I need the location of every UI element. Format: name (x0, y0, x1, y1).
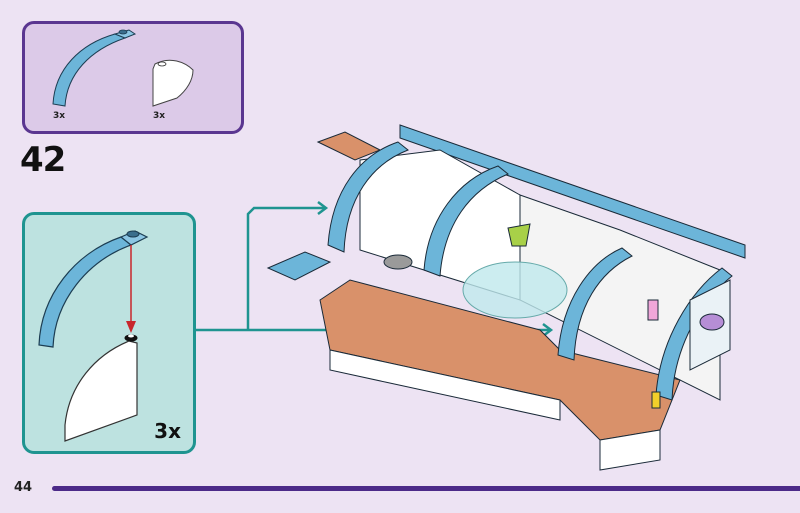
step-number: 42 (20, 140, 66, 180)
arch (557, 247, 633, 361)
yellow-piece (651, 391, 661, 409)
sub-assembly-illustration (38, 230, 149, 442)
sub-assembly-box: 3x (22, 212, 196, 454)
parts-list-illustration (52, 29, 194, 107)
gray-round-plate (383, 254, 413, 270)
glass-tank (462, 261, 568, 319)
white-base (329, 349, 561, 421)
sub-assembly-quantity: 3x (154, 419, 181, 443)
arch (655, 267, 733, 401)
plant (507, 223, 531, 247)
assembly-arrow (126, 245, 136, 333)
arch (423, 165, 509, 277)
page-number: 44 (14, 480, 33, 495)
arch (327, 141, 409, 253)
blue-plate (266, 251, 332, 281)
white-curved-slope-part (152, 59, 194, 107)
part-quantity: 3x (53, 111, 66, 121)
white-base (599, 429, 661, 471)
dolphin-icon (699, 313, 725, 331)
tan-plate (316, 131, 382, 161)
pink-bottle (647, 299, 659, 321)
part-quantity: 3x (153, 111, 166, 121)
white-curved-slope-part (64, 334, 138, 442)
light-blue-arch-part (52, 29, 137, 107)
page-divider (52, 486, 800, 491)
parts-list-box: 3x 3x (22, 21, 244, 134)
roof-beam (399, 124, 746, 259)
